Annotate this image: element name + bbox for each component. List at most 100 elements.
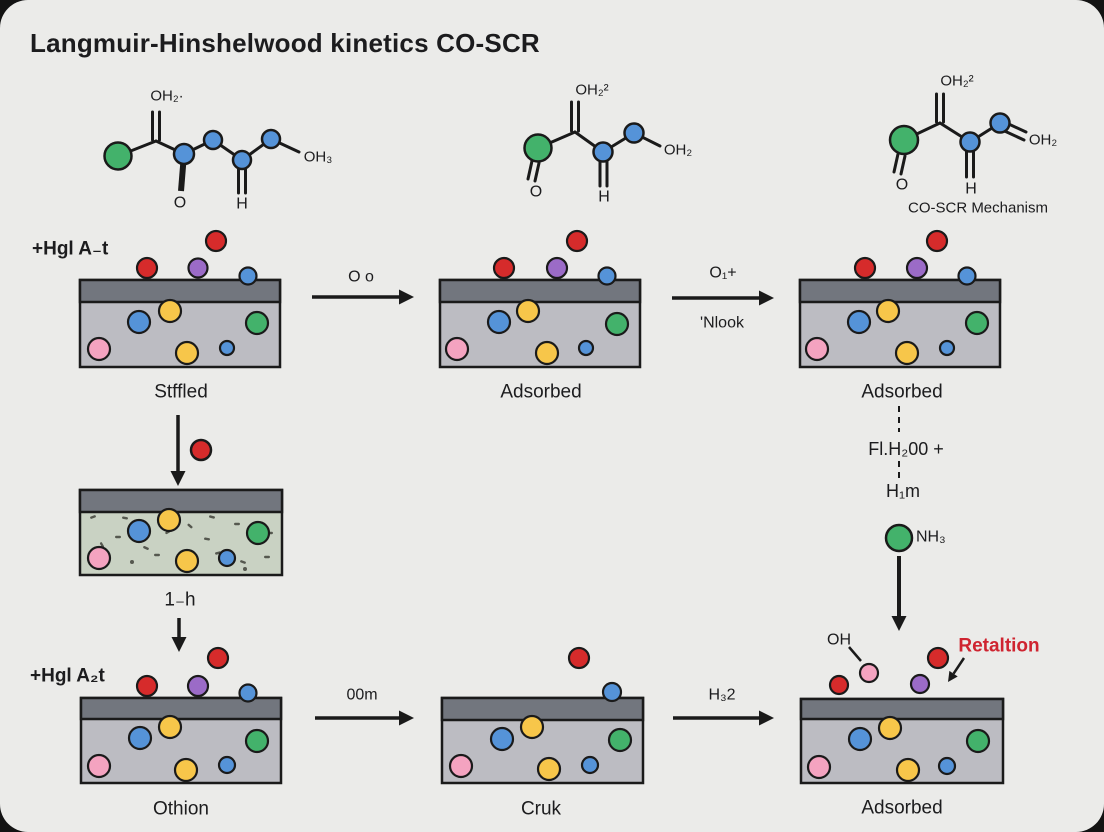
pink-particle	[448, 753, 474, 779]
surface-label-adsorbed-3: Adsorbed	[861, 798, 942, 819]
arrow-label-o1: O₁+	[709, 265, 736, 282]
pink-particle	[806, 754, 832, 780]
yellow-particle	[894, 340, 920, 366]
blue-particle	[127, 725, 153, 751]
yellow-particle	[875, 298, 901, 324]
arrow-down-nh3-head	[891, 616, 907, 631]
blue-particle	[126, 518, 152, 544]
molecule-3-bond	[899, 154, 907, 176]
molecule3-label-oh2: OH₂	[1029, 132, 1058, 149]
blue-particle	[486, 309, 512, 335]
page-title: Langmuir-Hinshelwood kinetics CO-SCR	[30, 28, 540, 58]
speckle	[187, 523, 193, 529]
red-particle	[206, 646, 230, 670]
annotation-h1m: H₁m	[886, 481, 920, 501]
yellow-particle	[877, 715, 903, 741]
green-particle	[244, 728, 270, 754]
blue-particle	[217, 548, 237, 568]
speckle	[240, 560, 246, 564]
arrow-adsorbed-to-adsorbed-head	[759, 290, 774, 306]
blue-particle	[238, 683, 258, 703]
molecule3-label-oh2-sup: OH₂²	[940, 73, 973, 90]
molecule1-label-h: H	[236, 196, 248, 213]
purple-particle	[909, 673, 931, 695]
arrow-cruk-to-adsorbed-head	[759, 710, 774, 726]
blue-particle	[847, 726, 873, 752]
pink-particle	[804, 336, 830, 362]
blue-particle	[489, 726, 515, 752]
blue-particle	[597, 266, 617, 286]
molecule3-label-h: H	[965, 181, 977, 198]
surface-adsorbed-1-top-layer	[438, 278, 642, 304]
red-particle	[925, 229, 949, 253]
yellow-particle	[536, 756, 562, 782]
annotation-1h: 1₋h	[164, 590, 195, 611]
red-particle	[828, 674, 850, 696]
purple-particle	[545, 256, 569, 280]
surface-reacting-top-layer	[78, 488, 284, 514]
yellow-particle	[157, 714, 183, 740]
molecule-1-blue-atom	[172, 142, 196, 166]
blue-particle	[937, 756, 957, 776]
annotation-oh: OH	[827, 632, 851, 649]
purple-particle	[187, 257, 209, 279]
green-particle	[965, 728, 991, 754]
speckle	[264, 555, 270, 559]
annotation-nh3: NH₃	[916, 529, 946, 546]
oh-tick	[848, 646, 862, 662]
arrow-down-stffled-head	[170, 471, 186, 486]
arrow-stffled-to-adsorbed-head	[399, 289, 414, 305]
molecule1-label-oh2: OH₂·	[150, 88, 183, 105]
surface-label-cruk: Cruk	[521, 799, 562, 820]
annotation-retention: Retaltion	[958, 636, 1039, 657]
arrow-label-00m: 00m	[346, 687, 377, 704]
blue-particle	[846, 309, 872, 335]
molecule-2-bond	[526, 159, 534, 181]
pink-particle	[86, 753, 112, 779]
yellow-particle	[534, 340, 560, 366]
purple-particle	[186, 674, 210, 698]
pink-particle	[444, 336, 470, 362]
surface-adsorbed-3-top-layer	[799, 697, 1005, 721]
green-particle	[964, 310, 990, 336]
surface-cruk-top-layer	[440, 696, 645, 722]
molecule-3-bond	[892, 152, 900, 174]
pink-particle	[858, 662, 880, 684]
red-particle	[567, 646, 591, 670]
speckle	[115, 535, 121, 539]
arrow-retention-pointer-shaft	[952, 657, 966, 675]
red-particle	[853, 256, 877, 280]
arrow-label-oo: O o	[348, 269, 374, 286]
molecule-3-blue-atom	[959, 131, 981, 153]
yellow-particle	[895, 757, 921, 783]
pink-particle	[86, 336, 112, 362]
molecule2-label-oh2: OH₂	[664, 142, 693, 159]
molecule-2-blue-atom	[623, 122, 645, 144]
molecule-1-blue-atom	[231, 149, 253, 171]
speckle-dot	[130, 560, 134, 564]
surface-stffled-top-layer	[78, 278, 282, 304]
arrow-label-nlook: 'Nlook	[700, 315, 745, 332]
red-particle	[565, 229, 589, 253]
green-particle	[604, 311, 630, 337]
arrow-down-1h-head	[171, 637, 187, 652]
molecule2-label-oh2-sup: OH₂²	[575, 82, 608, 99]
molecule-1-blue-atom	[260, 128, 282, 150]
speckle	[143, 546, 149, 550]
molecule-3-blue-atom	[989, 112, 1011, 134]
green-particle	[607, 727, 633, 753]
arrow-retention-pointer-head	[948, 670, 958, 682]
surface-label-adsorbed-2: Adsorbed	[861, 382, 942, 403]
purple-particle	[905, 256, 929, 280]
surface-label-adsorbed-1: Adsorbed	[500, 382, 581, 403]
blue-particle	[217, 755, 237, 775]
blue-particle	[957, 266, 977, 286]
surface-label-stffled: Stffled	[154, 382, 208, 403]
yellow-particle	[519, 714, 545, 740]
speckle	[234, 522, 240, 526]
annotation-hgl-2: +Hgl A₂t	[30, 666, 105, 687]
speckle	[204, 537, 210, 541]
yellow-particle	[157, 298, 183, 324]
molecule-2-bond	[533, 161, 541, 183]
